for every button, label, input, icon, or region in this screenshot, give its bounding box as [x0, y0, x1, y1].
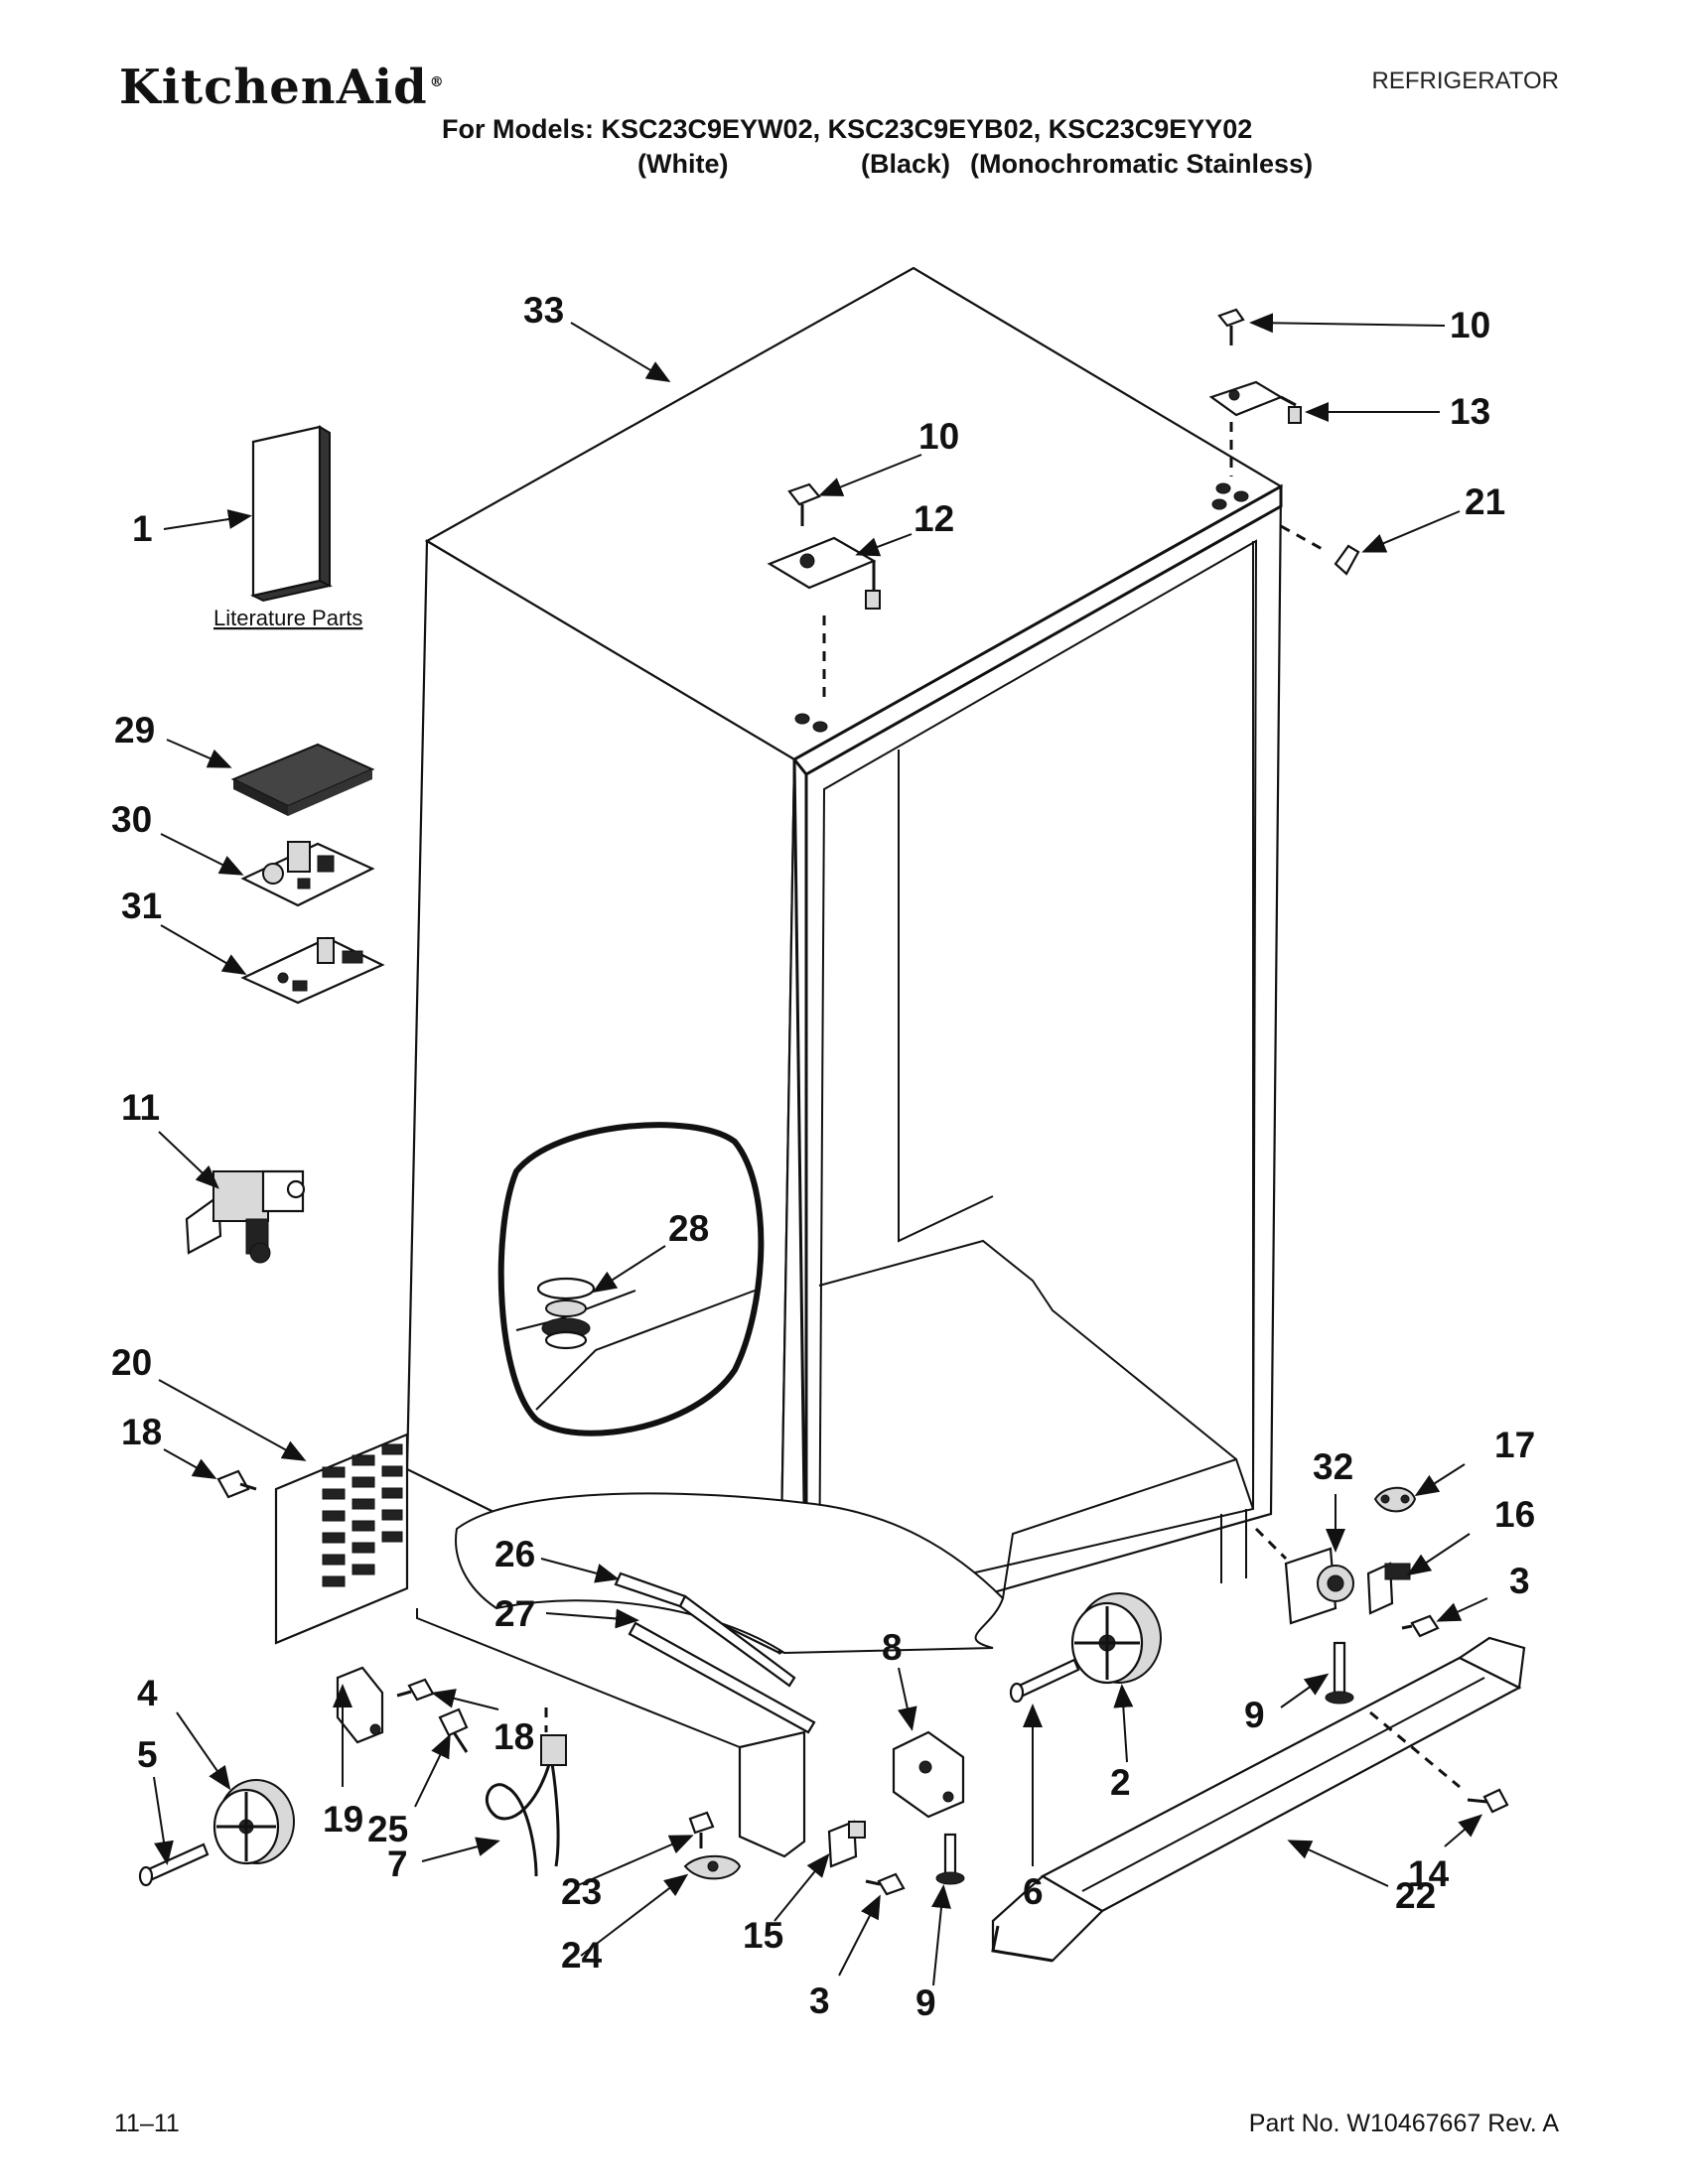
callout-10-top-right: 10	[1450, 305, 1490, 345]
callout-28: 28	[668, 1208, 709, 1249]
variant-stainless: (Monochromatic Stainless)	[970, 149, 1314, 179]
callout-33: 33	[523, 290, 564, 331]
control-board-31	[240, 936, 385, 1005]
callout-3-right: 3	[1509, 1561, 1530, 1601]
part-number: Part No. W10467667 Rev. A	[1248, 2110, 1559, 2137]
guide-line-14	[1369, 1710, 1461, 1789]
clamp-part-25	[438, 1707, 469, 1753]
callout-11: 11	[121, 1087, 160, 1128]
callout-19: 19	[323, 1799, 363, 1840]
callout-12: 12	[914, 498, 954, 539]
cabinet-part-33	[405, 266, 1284, 1858]
grommet-part-28	[536, 1277, 596, 1350]
callout-2: 2	[1110, 1762, 1131, 1803]
variant-white: (White)	[637, 149, 729, 179]
water-valve-part-11	[185, 1169, 306, 1264]
screw-part-23	[688, 1811, 715, 1848]
callout-18-left: 18	[121, 1412, 162, 1452]
variant-black: (Black)	[861, 149, 951, 179]
board-cover-29	[230, 743, 375, 816]
leveling-leg-part-9-right	[1325, 1641, 1354, 1705]
screw-part-10-center	[787, 482, 821, 526]
callout-32: 32	[1313, 1446, 1353, 1487]
screw-part-18-bottom	[396, 1678, 435, 1702]
guide-line-21	[1280, 524, 1327, 553]
models-line: For Models: KSC23C9EYW02, KSC23C9EYB02, …	[442, 114, 1253, 144]
screw-part-3-bottom	[865, 1872, 906, 1896]
callout-21: 21	[1465, 481, 1505, 522]
bracket-part-8	[892, 1730, 965, 1819]
callout-14: 14	[1408, 1853, 1450, 1894]
callout-9-right: 9	[1244, 1695, 1265, 1735]
roller-wheel-part-4	[212, 1779, 295, 1865]
callout-15: 15	[743, 1915, 783, 1956]
callout-16: 16	[1494, 1494, 1535, 1535]
screw-part-10-right	[1217, 308, 1245, 345]
leader-lines	[153, 313, 1488, 1986]
drain-tube-part-7	[485, 1707, 567, 1877]
brand-logo: KitchenAid®	[119, 60, 445, 115]
callout-5: 5	[137, 1734, 158, 1775]
callout-17: 17	[1494, 1425, 1535, 1465]
callout-6: 6	[1023, 1871, 1044, 1912]
callout-31: 31	[121, 886, 162, 926]
fill-tube-part-27	[628, 1621, 816, 1734]
bracket-part-19	[336, 1666, 384, 1744]
axle-part-5	[138, 1843, 210, 1887]
axle-part-6	[1009, 1658, 1080, 1704]
callout-23: 23	[561, 1871, 602, 1912]
clip-part-15	[827, 1820, 866, 1868]
callout-29: 29	[114, 710, 155, 751]
callout-24: 24	[561, 1935, 603, 1976]
hinge-bracket-32	[1284, 1547, 1354, 1625]
callout-9-center: 9	[915, 1982, 936, 2023]
callout-20: 20	[111, 1342, 152, 1383]
base-grille-part-22	[991, 1636, 1526, 1963]
plug-part-21	[1334, 544, 1360, 576]
callout-1: 1	[132, 508, 153, 549]
leveling-leg-part-9-center	[935, 1833, 965, 1885]
callout-13: 13	[1450, 391, 1490, 432]
callout-18-bottom: 18	[493, 1716, 534, 1757]
callout-7: 7	[387, 1843, 408, 1884]
gasket-part-24	[683, 1854, 742, 1880]
cam-part-17	[1373, 1486, 1417, 1513]
roller-wheel-part-2	[1070, 1592, 1162, 1685]
date-code: 11–11	[114, 2110, 180, 2137]
hinge-part-12	[767, 536, 881, 610]
callout-4: 4	[137, 1673, 158, 1713]
callout-3-bottom: 3	[809, 1980, 830, 2021]
control-board-30	[240, 841, 375, 907]
callout-26: 26	[494, 1534, 535, 1574]
screw-part-14	[1467, 1788, 1509, 1814]
hinge-part-13	[1208, 380, 1302, 424]
callout-25: 25	[367, 1809, 408, 1849]
guide-line-32	[1254, 1527, 1288, 1561]
callout-numbers: 33 10 13 21 10 12 1 29 30 31 11 28 20 18…	[111, 290, 1535, 2023]
callout-8: 8	[882, 1627, 903, 1668]
rear-access-grille-20	[274, 1433, 409, 1645]
screw-part-3-right	[1401, 1614, 1440, 1638]
callout-22: 22	[1395, 1875, 1436, 1916]
literature-part-1: Literature Parts	[213, 425, 362, 630]
callout-10-center: 10	[918, 416, 959, 457]
appliance-category: REFRIGERATOR	[1371, 68, 1559, 94]
literature-parts-label: Literature Parts	[213, 606, 362, 630]
callout-27: 27	[494, 1593, 535, 1634]
screw-part-18-left	[216, 1469, 257, 1499]
callout-30: 30	[111, 799, 152, 840]
hinge-pin-part-16	[1366, 1562, 1411, 1615]
